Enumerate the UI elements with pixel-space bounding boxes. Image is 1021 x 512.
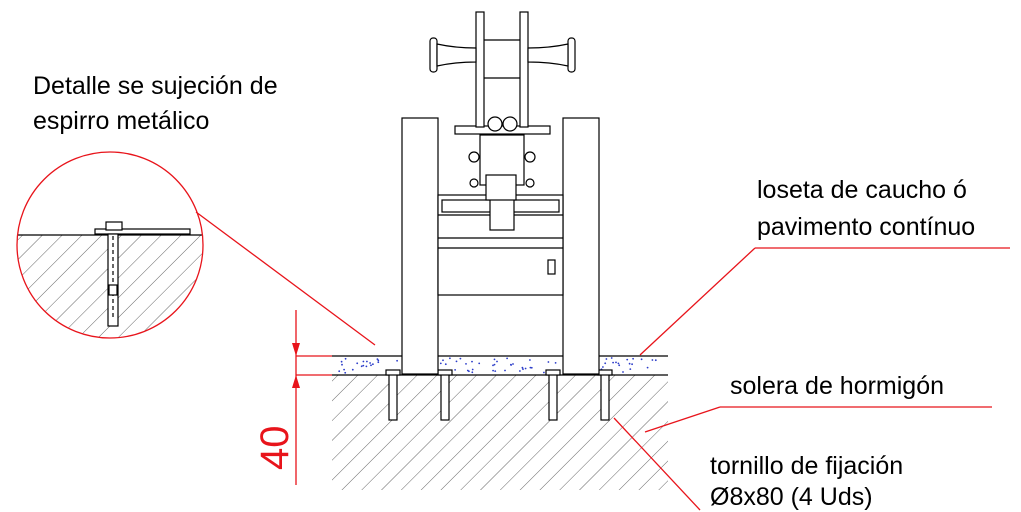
- rubber-granule: [618, 364, 621, 367]
- rubber-granule: [376, 358, 379, 360]
- rubber-granule: [543, 371, 545, 374]
- rubber-granule: [521, 366, 524, 369]
- equipment-frame: [401, 11, 600, 375]
- rubber-granule: [343, 368, 345, 371]
- rubber-granule: [529, 359, 531, 361]
- rubber-granule: [632, 357, 634, 360]
- rubber-granule: [362, 364, 365, 367]
- rubber-granule: [338, 370, 341, 373]
- bolt-label-line1: tornillo de fijación: [710, 452, 903, 480]
- rubber-granule: [622, 371, 624, 373]
- rubber-granule: [610, 357, 613, 359]
- slab-label: solera de hormigón: [730, 372, 944, 400]
- rubber-granule: [449, 357, 451, 360]
- rubber-granule: [439, 362, 442, 365]
- rubber-granule: [605, 358, 608, 360]
- right-post: [562, 117, 600, 375]
- rubber-granule: [341, 363, 343, 366]
- rubber-granule: [459, 357, 462, 360]
- left-handle: [429, 37, 477, 73]
- left-post: [401, 117, 439, 375]
- rubber-granule: [504, 369, 506, 372]
- rubber-granule: [369, 362, 371, 364]
- rubber-granule: [506, 357, 508, 360]
- rubber-granule: [340, 360, 343, 363]
- rubber-granule: [615, 361, 617, 364]
- rubber-granule: [365, 365, 368, 368]
- rubber-granule: [377, 361, 380, 364]
- rubber-granule: [512, 363, 514, 365]
- rubber-granule: [651, 359, 654, 361]
- rubber-granule: [471, 360, 473, 363]
- bolt-label-line2: Ø8x80 (4 Uds): [710, 483, 873, 511]
- detail-title-line1: Detalle se sujeción de: [33, 72, 278, 100]
- rubber-granule: [494, 370, 497, 372]
- rubber-granule: [530, 366, 533, 369]
- rubber-granule: [377, 359, 380, 362]
- rubber-granule: [640, 358, 643, 361]
- rubber-granule: [628, 362, 631, 365]
- right-handle: [527, 37, 576, 73]
- rubber-granule: [455, 360, 458, 363]
- rubber-granule: [519, 370, 521, 372]
- rubber-granule: [493, 358, 496, 361]
- rubber-granule: [492, 364, 494, 367]
- rubber-granule: [604, 362, 607, 365]
- rubber-label-line2: pavimento contínuo: [757, 213, 975, 241]
- rubber-label-line1: loseta de caucho ó: [757, 176, 967, 204]
- rubber-granule: [629, 368, 632, 370]
- rubber-granule: [492, 369, 494, 372]
- dimension-annotation: 40: [253, 310, 332, 485]
- dimension-value: 40: [253, 426, 297, 471]
- detail-title-line2: espirro metálico: [33, 107, 209, 135]
- rubber-granule: [646, 366, 649, 369]
- rubber-granule: [493, 363, 496, 366]
- rubber-granule: [454, 369, 456, 371]
- rubber-granule: [510, 364, 512, 366]
- rubber-granule: [360, 365, 363, 368]
- rubber-granule: [554, 362, 557, 364]
- rubber-granule: [547, 361, 550, 363]
- anchor-bolt: [385, 369, 401, 421]
- anchor-bolts: [385, 369, 613, 421]
- rubber-granule: [478, 362, 481, 365]
- rubber-layer: [332, 355, 668, 374]
- rubber-granule: [444, 363, 447, 366]
- rubber-granule: [344, 371, 347, 374]
- rubber-granule: [612, 361, 614, 364]
- rubber-granule: [496, 360, 498, 363]
- rubber-granule: [529, 366, 532, 369]
- anchor-bolt: [597, 369, 613, 421]
- rubber-granule: [602, 366, 604, 368]
- rubber-granule: [617, 362, 620, 365]
- rubber-granule: [351, 368, 354, 371]
- rubber-granule: [466, 369, 469, 372]
- rubber-granule: [356, 362, 359, 365]
- rubber-granule: [471, 368, 474, 371]
- rubber-granule: [654, 359, 657, 362]
- rubber-granule: [442, 359, 444, 362]
- concrete-slab: [332, 374, 668, 490]
- rubber-granule: [372, 363, 374, 366]
- anchor-bolt: [545, 369, 561, 421]
- rubber-granule: [471, 371, 474, 374]
- rubber-granule: [396, 359, 398, 362]
- rubber-granule: [465, 363, 467, 365]
- leader-lines: [195, 211, 1010, 511]
- rubber-granule: [366, 360, 368, 363]
- rubber-granule: [626, 358, 629, 361]
- rubber-granule: [522, 368, 524, 370]
- rubber-granule: [344, 357, 347, 360]
- rubber-granule: [370, 364, 372, 367]
- detail-circle: [16, 151, 204, 339]
- rubber-granule: [524, 367, 527, 370]
- rubber-granule: [362, 360, 365, 363]
- rubber-granule: [631, 363, 633, 366]
